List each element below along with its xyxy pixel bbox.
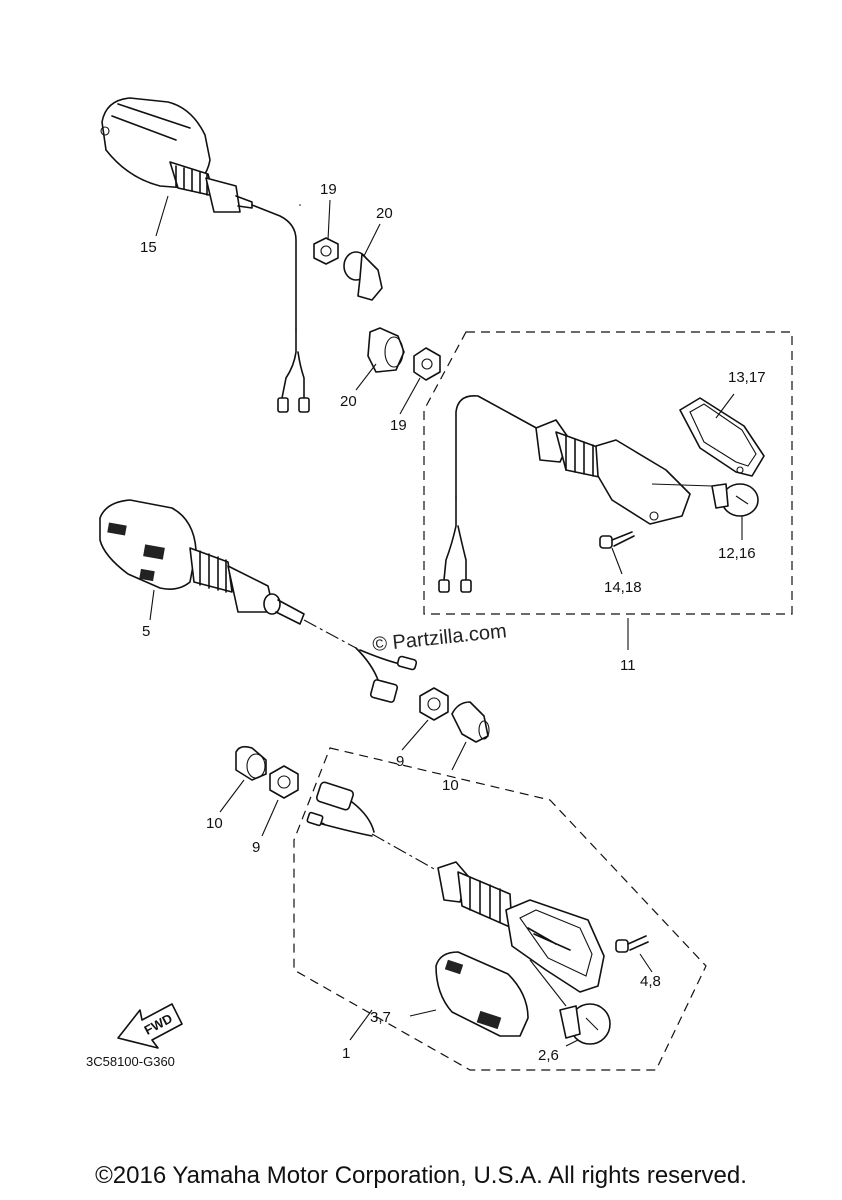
turn-signal-11[interactable] xyxy=(438,395,691,593)
callout-19-lower[interactable]: 19 xyxy=(390,417,407,434)
callout-20-upper[interactable]: 20 xyxy=(376,205,393,222)
leader-lines xyxy=(149,195,743,1047)
callout-2-6[interactable]: 2,6 xyxy=(538,1047,559,1064)
screw-4-8[interactable] xyxy=(615,935,649,953)
bulb-2-6[interactable] xyxy=(559,1003,611,1045)
screw-14-18[interactable] xyxy=(599,531,635,549)
callout-14-18[interactable]: 14,18 xyxy=(604,579,642,596)
callout-12-16[interactable]: 12,16 xyxy=(718,545,756,562)
turn-signal-15[interactable] xyxy=(100,97,310,413)
watermark: © Partzilla.com xyxy=(371,620,507,656)
callout-4-8[interactable]: 4,8 xyxy=(640,973,661,990)
lens-13-17[interactable] xyxy=(679,397,765,477)
callout-1[interactable]: 1 xyxy=(342,1045,350,1062)
callout-19-upper[interactable]: 19 xyxy=(320,181,337,198)
nut-9-middle[interactable] xyxy=(419,687,449,721)
bulb-12-16[interactable] xyxy=(711,483,759,517)
callout-9-left[interactable]: 9 xyxy=(252,839,260,856)
nut-19-lower[interactable] xyxy=(413,347,441,381)
grommet-20-lower[interactable] xyxy=(367,327,405,373)
callout-13-17[interactable]: 13,17 xyxy=(728,369,766,386)
nut-19-upper[interactable] xyxy=(313,237,339,265)
callout-15[interactable]: 15 xyxy=(140,239,157,256)
lens-3-7[interactable] xyxy=(435,951,529,1037)
diagram-code: 3C58100-G360 xyxy=(86,1054,175,1069)
grommet-10-middle[interactable] xyxy=(451,701,490,743)
fwd-arrow-icon: FWD xyxy=(117,1003,183,1049)
callout-11[interactable]: 11 xyxy=(620,657,636,674)
assembly-1-boundary xyxy=(293,747,707,1071)
assembly-11-boundary xyxy=(423,331,793,615)
callout-10-left[interactable]: 10 xyxy=(206,815,223,832)
callout-5[interactable]: 5 xyxy=(142,623,150,640)
grommet-20-upper[interactable] xyxy=(343,251,383,301)
grommet-10-left[interactable] xyxy=(235,745,267,781)
nut-9-left[interactable] xyxy=(269,765,299,799)
callout-9-middle[interactable]: 9 xyxy=(396,753,404,770)
callout-20-lower[interactable]: 20 xyxy=(340,393,357,410)
callout-10-middle[interactable]: 10 xyxy=(442,777,459,794)
copyright-notice: ©2016 Yamaha Motor Corporation, U.S.A. A… xyxy=(95,1162,747,1189)
turn-signal-1[interactable] xyxy=(306,781,605,993)
callout-3-7[interactable]: 3,7 xyxy=(370,1009,391,1026)
turn-signal-5[interactable] xyxy=(99,499,418,703)
